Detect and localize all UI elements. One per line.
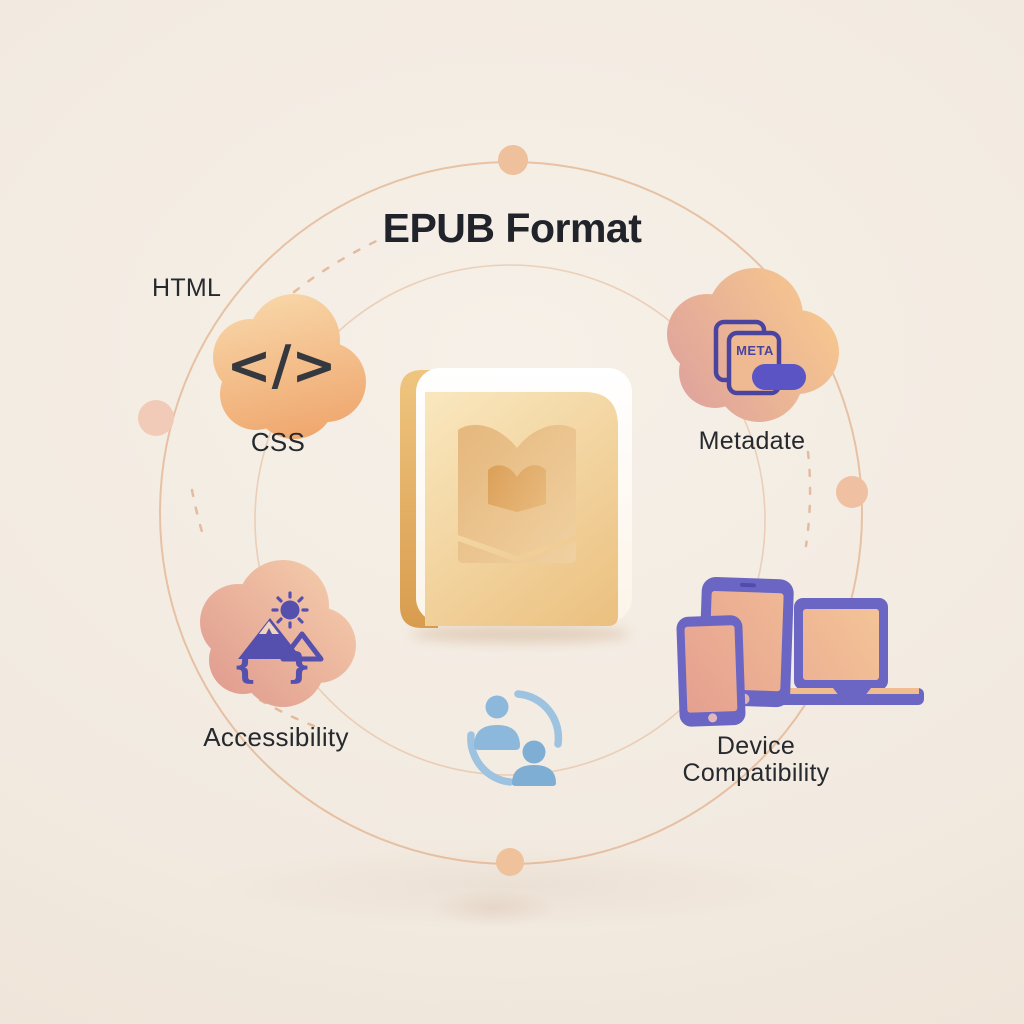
orbit-dot-top xyxy=(498,145,528,175)
book-icon xyxy=(400,368,632,643)
sun-icon xyxy=(271,591,309,629)
person-2 xyxy=(512,740,556,786)
label-html: HTML xyxy=(152,274,222,302)
person-1 xyxy=(474,695,520,750)
laptop-icon xyxy=(778,598,924,705)
mountain-large xyxy=(238,618,302,659)
label-device-line2: Compatibility xyxy=(682,759,830,787)
phone-icon xyxy=(676,615,746,727)
mountain-small xyxy=(280,631,324,662)
orbit-dot-left xyxy=(138,400,174,436)
braces-icon: { } xyxy=(232,646,320,687)
code-cloud-icon xyxy=(213,294,366,439)
meta-documents-icon xyxy=(713,319,806,396)
label-device-line1: Device xyxy=(716,732,796,760)
image-sun-mountain-icon xyxy=(238,591,324,662)
orbit-dot-right xyxy=(836,476,868,508)
people-sync-icon xyxy=(467,690,563,786)
page-title: EPUB Format xyxy=(382,205,642,251)
label-device-compatibility: Device Compatibility xyxy=(655,733,857,787)
open-book-emblem xyxy=(458,424,576,563)
orbit-ring-inner xyxy=(254,264,766,776)
code-tag-icon: </> xyxy=(226,334,337,397)
meta-badge-text: META xyxy=(736,343,774,358)
label-metadata: Metadate xyxy=(698,427,806,455)
sync-arrows xyxy=(467,690,563,786)
phone-tablet-laptop-icon xyxy=(676,576,924,727)
orbit-dot-bottom xyxy=(496,848,524,876)
label-css: CSS xyxy=(250,427,306,457)
label-accessibility: Accessibility xyxy=(203,722,349,752)
